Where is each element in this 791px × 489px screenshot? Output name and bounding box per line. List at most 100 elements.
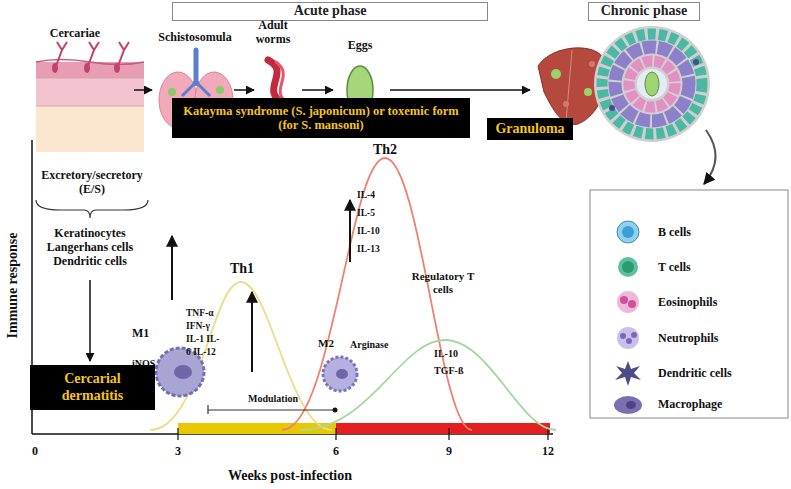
enzyme-name: iNOS [132, 358, 166, 370]
granuloma-magnified-part [693, 59, 699, 65]
cytokine-list: IL-10 TGF-ß [434, 345, 474, 379]
syndrome-box: Katayma syndrome (S. japonicum) or toxem… [172, 98, 470, 138]
macrophage-cells-part [336, 369, 348, 379]
vertical-arrows-part [89, 280, 91, 361]
modulation-bar-part [333, 408, 338, 413]
stage-name: Adult worms [248, 18, 298, 46]
bracket [36, 200, 148, 218]
vertical-arrows-part [251, 292, 253, 372]
tick-label: 9 [439, 444, 459, 458]
stage-name: Eggs [340, 38, 380, 52]
vertical-arrows-part [171, 236, 173, 300]
legend-text: T cells [658, 260, 691, 275]
stage-arrows-part [234, 89, 254, 91]
lung-illustration-part [168, 88, 176, 96]
vertical-arrows [90, 200, 350, 372]
skin-illustration-part [52, 63, 58, 73]
outcome-box: Granuloma [487, 118, 573, 140]
stage-arrows [134, 90, 530, 91]
legend-text: B cells [658, 225, 691, 240]
granuloma-magnified-part [594, 26, 710, 142]
macrophage-cells-part [323, 357, 357, 391]
process-name: Modulation [228, 393, 318, 405]
response-name: Th2 [365, 141, 405, 158]
antigen-note: Excretory/secretory (E/S) [28, 168, 156, 196]
legend-frame-part [618, 257, 638, 277]
macrophage-cells-part [174, 365, 192, 379]
modulation-bar-part [208, 405, 335, 414]
lung-illustration-part [182, 82, 210, 96]
skin-illustration-part [114, 63, 120, 73]
axis-title: Weeks post-infection [190, 467, 390, 484]
granuloma-magnified-part [704, 130, 716, 184]
axis-title: Immune response [4, 196, 21, 376]
skin-illustration-part [118, 42, 129, 66]
granuloma-magnified-part [629, 61, 675, 107]
stage-arrows-part [302, 89, 333, 91]
legend-frame-part [622, 226, 634, 238]
legend-frame-part [626, 401, 636, 409]
liver-illustration-part [566, 50, 572, 122]
legend-frame-part [615, 361, 641, 386]
legend-frame-part [628, 300, 636, 308]
cell-name: M1 [132, 326, 162, 340]
legend-text: Neutrophils [658, 331, 718, 346]
phase-header: Chronic phase [588, 2, 700, 21]
legend-frame-part [622, 261, 634, 273]
skin-illustration-part [36, 78, 144, 106]
legend-text: Eosinophils [658, 295, 717, 310]
skin-illustration-part [84, 63, 90, 73]
plot-axes-part [336, 423, 550, 434]
skin-illustration-part [36, 78, 144, 106]
lung-illustration-part [216, 86, 224, 94]
cytokine-list: IL-4 IL-5 IL-10 IL-13 [357, 186, 389, 258]
legend-text: Dendritic cells [658, 366, 732, 381]
liver-illustration-part [584, 88, 592, 96]
granuloma-magnified-part [637, 69, 667, 99]
stage-arrows-part [134, 89, 152, 91]
bracket-part [36, 200, 148, 218]
response-curves-part [300, 340, 556, 430]
liver-illustration-part [551, 69, 561, 79]
legend-frame-part [620, 333, 626, 339]
response-name: Th1 [222, 260, 262, 277]
legend-frame-part [614, 396, 642, 414]
legend-frame-part [617, 291, 639, 313]
liver-illustration-part [563, 101, 569, 107]
stage-arrows-part [390, 89, 530, 91]
node-text: Chronic phase [597, 3, 691, 19]
granuloma-magnified [594, 26, 716, 184]
outcome-box: Cercarial dermatitis [30, 365, 155, 410]
legend-frame-part [626, 338, 632, 344]
phase-header: Acute phase [172, 2, 488, 21]
legend-frame [590, 190, 788, 418]
legend-text: Macrophage [658, 397, 722, 412]
tick-label: 0 [25, 444, 45, 458]
cell-list: Keratinocytes Langerhans cells Dendritic… [35, 226, 145, 268]
skin-illustration-part [36, 106, 144, 152]
tick-label: 12 [536, 444, 560, 458]
granuloma-magnified-part [615, 47, 689, 121]
vertical-arrows-part [349, 200, 351, 262]
granuloma-magnified-part [645, 72, 659, 96]
skin-illustration-part [88, 42, 99, 66]
node-text: Acute phase [290, 3, 371, 19]
enzyme-name: Arginase [350, 339, 410, 351]
legend-frame-part [590, 190, 788, 418]
modulation-bar [208, 405, 338, 414]
granuloma-magnified-part [602, 34, 702, 134]
stage-name: Cercariae [40, 26, 110, 40]
tick-label: 6 [326, 444, 346, 458]
stage-name: Schistosomula [140, 30, 250, 44]
legend-frame-part [631, 332, 637, 338]
node-text: Granuloma [491, 121, 568, 137]
legend-frame-part [617, 327, 639, 349]
granuloma-magnified-part [609, 105, 615, 111]
liver-illustration-part [589, 61, 595, 67]
node-text: Katayma syndrome (S. japonicum) or toxem… [172, 104, 470, 133]
cytokine-list: TNF-α IFN-γ IL-1 IL-6 IL-12 [186, 307, 222, 359]
legend-frame-part [617, 221, 639, 243]
plot-axes-part [178, 428, 548, 440]
node-text: Cercarial dermatitis [30, 371, 155, 403]
